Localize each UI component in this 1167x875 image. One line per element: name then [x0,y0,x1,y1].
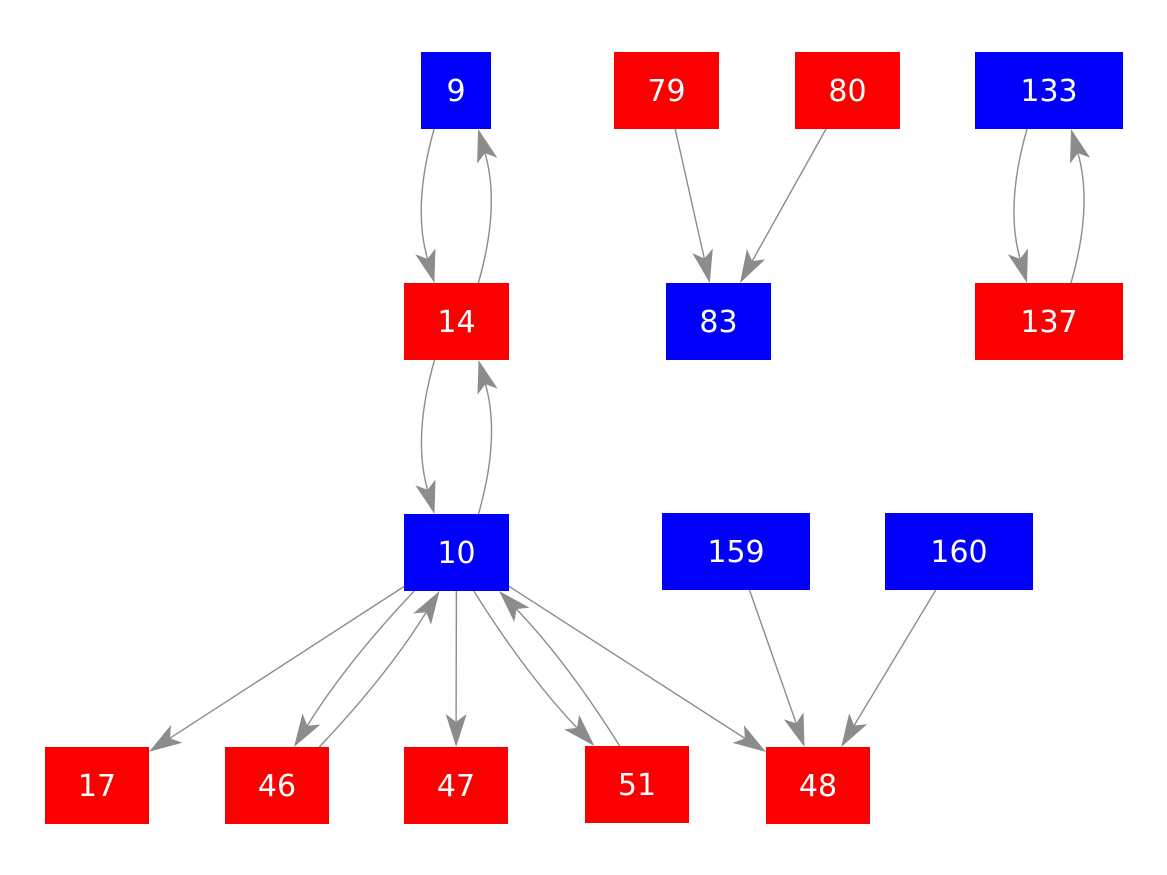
node-box-14 [404,283,509,360]
edge-14-9 [477,152,492,284]
arrowhead-14-9 [477,129,498,164]
node-box-80 [795,52,900,129]
node-box-159 [662,513,810,590]
edge-51-10 [515,608,621,747]
node-79: 79 [614,52,719,129]
edge-159-48 [748,589,797,724]
node-80: 80 [795,52,900,129]
node-box-17 [45,747,149,824]
arrowhead-10-17 [149,725,183,752]
edge-10-46 [306,590,415,727]
edge-10-48 [508,585,746,739]
edge-79-83 [674,128,705,259]
edge-10-14 [477,383,493,515]
edge-9-14 [420,128,435,260]
edge-10-51 [473,590,578,729]
node-box-160 [885,513,1033,590]
node-83: 83 [666,283,771,360]
node-10: 10 [404,514,509,591]
node-box-48 [766,747,870,824]
node-47: 47 [404,747,508,824]
node-label-10: 10 [437,536,475,571]
arrowhead-10-47 [445,714,467,747]
node-box-79 [614,52,719,129]
arrowhead-80-83 [740,249,766,283]
edge-10-17 [169,585,405,739]
node-label-159: 159 [707,535,764,570]
node-box-47 [404,747,508,824]
edge-137-133 [1070,152,1085,284]
node-label-17: 17 [78,769,116,804]
node-label-83: 83 [699,305,737,340]
node-box-46 [225,747,329,824]
node-label-79: 79 [647,74,685,109]
arrowhead-9-14 [415,248,436,283]
edge-layer [149,128,1091,752]
arrowhead-10-51 [564,714,595,746]
node-label-48: 48 [799,769,837,804]
arrowhead-160-48 [841,713,868,747]
edge-160-48 [853,589,937,726]
node-46: 46 [225,747,329,824]
node-133: 133 [975,52,1123,129]
node-label-9: 9 [446,74,465,109]
node-label-160: 160 [930,535,987,570]
arrowhead-46-10 [413,591,440,625]
arrowhead-79-83 [692,248,713,283]
node-box-83 [666,283,771,360]
edge-46-10 [318,611,427,748]
node-label-80: 80 [828,74,866,109]
arrowhead-10-48 [732,725,766,752]
node-48: 48 [766,747,870,824]
node-label-137: 137 [1020,305,1077,340]
node-51: 51 [585,746,689,823]
arrowhead-10-46 [294,713,321,747]
arrowhead-159-48 [783,712,805,747]
node-box-9 [421,52,491,129]
node-160: 160 [885,513,1033,590]
edge-80-83 [751,128,827,262]
arrowhead-137-133 [1070,129,1091,164]
node-137: 137 [975,283,1123,360]
arrowhead-51-10 [499,591,530,623]
node-label-47: 47 [437,769,475,804]
node-159: 159 [662,513,810,590]
node-box-51 [585,746,689,823]
arrowhead-10-14 [477,360,498,395]
node-label-14: 14 [437,305,475,340]
node-box-10 [404,514,509,591]
node-17: 17 [45,747,149,824]
node-9: 9 [421,52,491,129]
arrowhead-14-10 [415,479,436,514]
node-box-133 [975,52,1123,129]
node-label-133: 133 [1020,74,1077,109]
edge-14-10 [420,359,436,491]
edge-133-137 [1013,128,1028,260]
arrowhead-133-137 [1007,248,1028,283]
node-label-46: 46 [258,769,296,804]
node-layer: 9 79 80 133 14 83 137 10 159 160 17 46 47 51 48 [45,52,1123,824]
node-14: 14 [404,283,509,360]
node-label-51: 51 [618,768,656,803]
node-box-137 [975,283,1123,360]
